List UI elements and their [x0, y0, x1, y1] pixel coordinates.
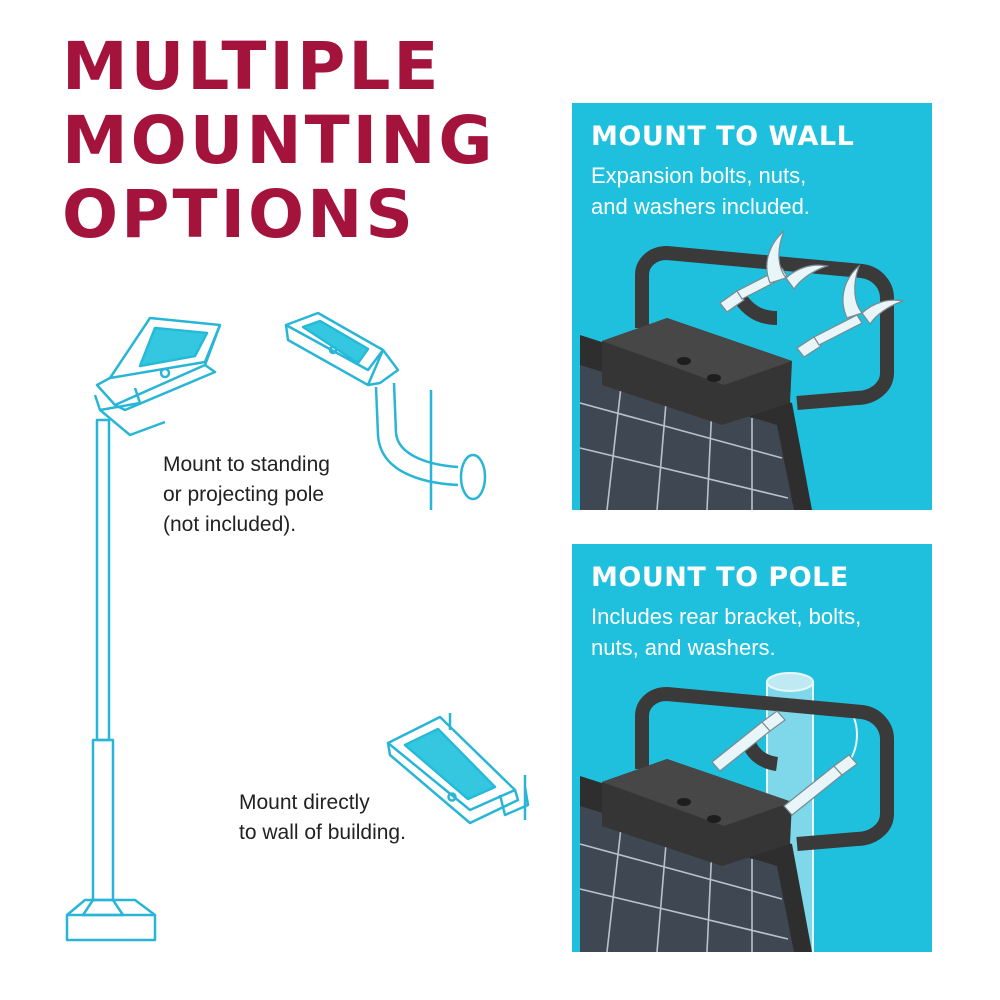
panel-title-pole: MOUNT TO POLE — [591, 562, 849, 593]
panel-desc-wall-line-1: Expansion bolts, nuts, — [591, 163, 807, 188]
pole-caption-line-1: Mount to standing — [163, 453, 330, 476]
headline-line-2: MOUNTING — [62, 102, 496, 179]
headline: MULTIPLE MOUNTING OPTIONS — [62, 30, 496, 252]
wall-caption-line-1: Mount directly — [239, 791, 370, 814]
panel-desc-wall: Expansion bolts, nuts, and washers inclu… — [591, 160, 810, 222]
mount-to-pole-panel: MOUNT TO POLE Includes rear bracket, bol… — [572, 544, 932, 952]
mount-to-wall-panel: MOUNT TO WALL Expansion bolts, nuts, and… — [572, 103, 932, 510]
pole-caption-line-3: (not included). — [163, 513, 297, 536]
wall-bracket-photo — [579, 230, 906, 510]
wall-caption-line-2: to wall of building. — [239, 821, 406, 844]
headline-line-3: OPTIONS — [62, 176, 416, 253]
wall-mount-illustration — [386, 713, 530, 825]
pole-caption-line-2: or projecting pole — [163, 483, 325, 506]
panel-desc-pole-line-1: Includes rear bracket, bolts, — [591, 604, 862, 629]
panel-desc-wall-line-2: and washers included. — [591, 194, 810, 219]
pole-mount-caption: Mount to standing or projecting pole (no… — [163, 450, 330, 540]
panel-title-wall: MOUNT TO WALL — [591, 121, 855, 152]
headline-line-1: MULTIPLE — [62, 28, 442, 105]
projecting-pole-illustration — [284, 311, 487, 510]
wall-mount-caption: Mount directly to wall of building. — [239, 788, 406, 848]
standing-pole-illustration — [65, 316, 222, 942]
panel-desc-pole: Includes rear bracket, bolts, nuts, and … — [591, 601, 861, 663]
panel-desc-pole-line-2: nuts, and washers. — [591, 635, 776, 660]
pole-bracket-photo — [579, 672, 894, 952]
